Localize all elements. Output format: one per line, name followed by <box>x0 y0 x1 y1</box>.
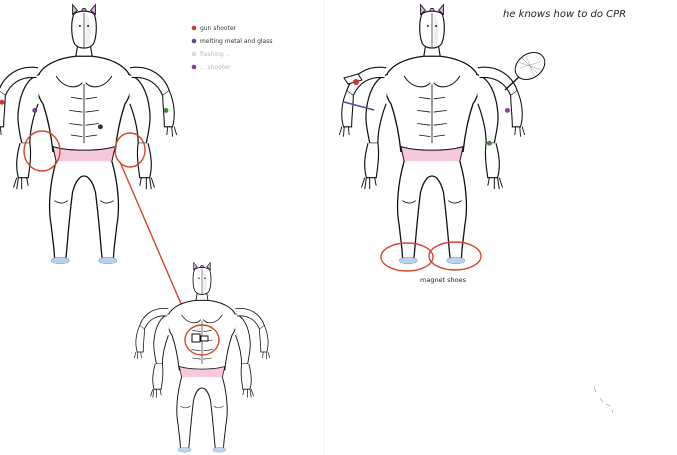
robot-figure-equipped <box>338 3 526 265</box>
legend-label: ... shooter <box>200 64 231 71</box>
net-tool-icon <box>504 52 546 91</box>
legend-item: ... shooter <box>191 64 231 71</box>
legend-label: gun shooter <box>200 25 237 32</box>
hand-highlight-right <box>114 132 146 168</box>
robot-figure-front <box>0 3 178 265</box>
shoe-highlight-right <box>428 241 482 271</box>
magnet-shoes-caption: magnet shoes <box>420 276 467 284</box>
gun-icon <box>343 73 363 85</box>
robot-figure-detail <box>133 262 271 453</box>
laser-line <box>343 101 375 111</box>
legend: gun shooter melting metal and glass flas… <box>191 25 272 71</box>
belly-highlight <box>184 324 220 356</box>
legend-item: flashing .. <box>191 51 229 58</box>
legend-swatch <box>191 38 197 44</box>
legend-item: melting metal and glass <box>191 38 272 45</box>
shoe-highlight-left <box>380 242 434 272</box>
pencil-marks <box>593 385 614 414</box>
hand-highlight-left <box>23 130 61 172</box>
legend-swatch <box>191 25 197 31</box>
legend-swatch <box>191 64 197 70</box>
legend-swatch <box>191 51 197 57</box>
legend-label: melting metal and glass <box>200 38 272 45</box>
legend-label: flashing .. <box>200 51 229 58</box>
cpr-caption: he knows how to do CPR <box>503 9 626 20</box>
belly-gadget-icon <box>191 333 209 343</box>
legend-item: gun shooter <box>191 25 237 32</box>
